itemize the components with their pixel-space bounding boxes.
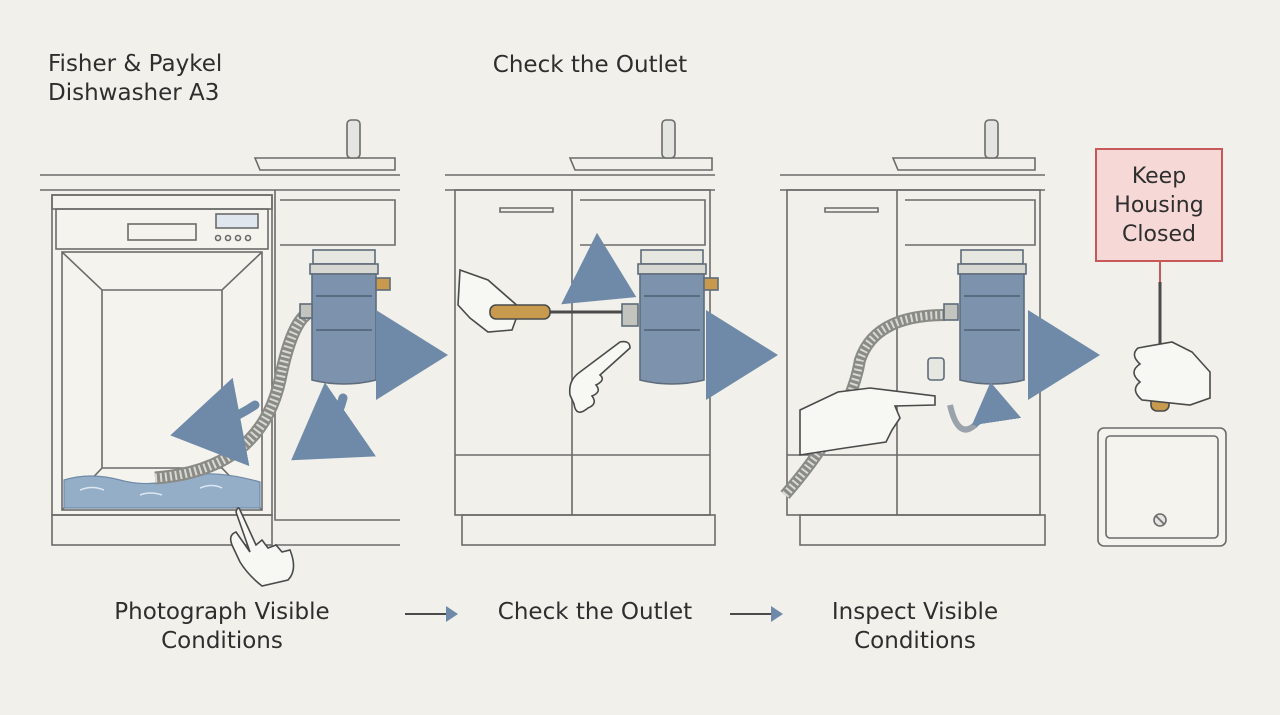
waste-disposal-unit-2 <box>621 249 719 385</box>
caption-arrowhead-2 <box>771 606 783 622</box>
drain-hose <box>154 306 314 485</box>
loose-hose <box>780 309 946 499</box>
screwdriver-hand <box>457 268 622 333</box>
standing-water <box>63 473 261 509</box>
step-caption-2: Check the Outlet <box>497 599 693 625</box>
step-caption-3: Inspect Visible Conditions <box>831 599 999 654</box>
screwdriver-closed-hand <box>1133 282 1211 412</box>
down-arrow-2 <box>561 232 637 305</box>
panel-1-dishwasher-cabinet <box>40 119 400 546</box>
panel-2-sink-cabinet <box>445 119 716 546</box>
flow-arrows-1 <box>170 377 377 467</box>
step-caption-1: Photograph Visible Conditions <box>114 599 330 654</box>
pointing-hand-2 <box>568 340 631 413</box>
waste-disposal-unit-1 <box>299 249 391 385</box>
step-heading: Check the Outlet <box>492 52 688 78</box>
warning-text: Keep Housing Closed <box>1114 163 1204 247</box>
panel-3-sink-cabinet <box>780 119 1046 546</box>
waste-disposal-unit-3 <box>943 249 1027 385</box>
up-arrow-3 <box>971 382 1022 428</box>
closed-housing-panel <box>1097 427 1227 547</box>
warning-label: Keep Housing Closed <box>1095 148 1223 262</box>
caption-arrowhead-1 <box>446 606 458 622</box>
pointing-hand-1 <box>229 507 295 587</box>
diagram-title: Fisher & Paykel Dishwasher A3 <box>48 51 223 106</box>
pointing-hand-3 <box>799 387 936 456</box>
